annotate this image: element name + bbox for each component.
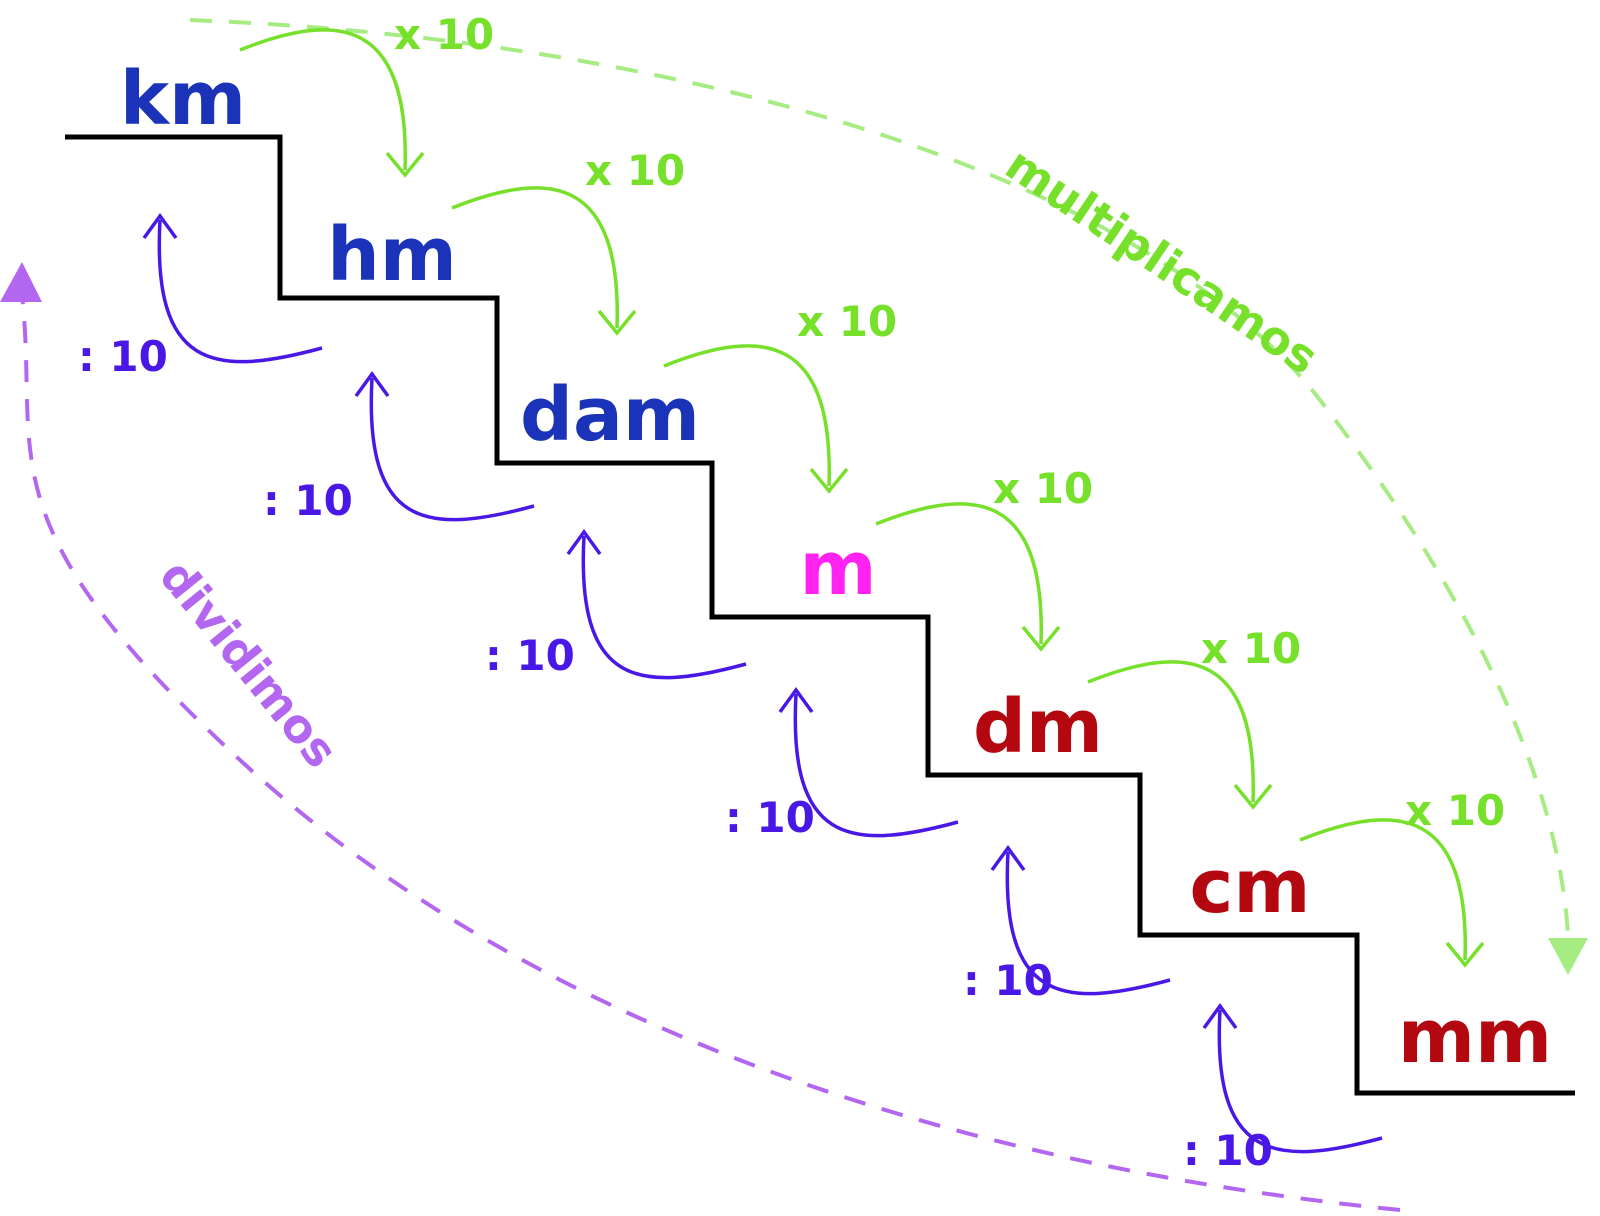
divide-label-mm-cm: : 10 <box>1183 1126 1273 1175</box>
divide-arrowhead-dm <box>990 845 1026 872</box>
multiply-guide-arrowhead <box>1548 938 1588 975</box>
multiply-arrow-m-to-dm <box>875 502 1043 645</box>
unit-label-dm: dm <box>972 684 1104 770</box>
unit-label-m: m <box>799 526 877 612</box>
divide-guide-arrowhead <box>0 262 42 302</box>
multiply-arrowhead-cm <box>1233 783 1273 810</box>
multiply-arrow-cm-to-mm <box>1299 818 1467 961</box>
multiply-label-m-dm: x 10 <box>993 464 1094 513</box>
unit-label-km: km <box>119 56 247 142</box>
multiply-arrow-km-to-hm <box>239 28 407 171</box>
divide-label-dam-hm: : 10 <box>263 476 353 525</box>
divide-arrowhead-m <box>778 687 814 714</box>
multiply-arrowhead-m <box>809 467 849 494</box>
unit-label-dam: dam <box>519 372 701 458</box>
divide-label-dm-m: : 10 <box>725 793 815 842</box>
divide-arrow-mm-to-cm <box>1217 1009 1383 1154</box>
staircase-line <box>65 134 1575 1096</box>
multiply-arrowhead-dam <box>597 309 637 336</box>
divide-guide-dashed-arc <box>20 294 1401 1212</box>
divide-arrowhead-cm <box>1202 1003 1238 1030</box>
divide-arrow-cm-to-dm <box>1005 851 1171 996</box>
divide-arrowhead-dam <box>566 529 602 556</box>
multiply-arrowhead-mm <box>1445 941 1485 968</box>
multiply-label-dam-m: x 10 <box>797 297 898 346</box>
multiply-arrowhead-dm <box>1021 625 1061 652</box>
divide-arrowhead-hm <box>354 371 390 398</box>
divide-arrow-dam-to-hm <box>369 377 535 522</box>
multiply-label-km-hm: x 10 <box>394 10 495 59</box>
divide-label-cm-dm: : 10 <box>963 956 1053 1005</box>
divide-arrow-dm-to-m <box>793 693 959 838</box>
divide-arrow-hm-to-km <box>157 219 323 364</box>
unit-label-mm: mm <box>1397 994 1553 1080</box>
multiply-label-cm-mm: x 10 <box>1405 786 1506 835</box>
multiply-label-hm-dam: x 10 <box>585 146 686 195</box>
unit-label-cm: cm <box>1189 844 1311 930</box>
divide-label-m-dam: : 10 <box>485 631 575 680</box>
multiply-arrow-dm-to-cm <box>1087 660 1255 803</box>
divide-arrowhead-km <box>142 213 178 240</box>
divide-label-hm-km: : 10 <box>78 332 168 381</box>
multiply-guide-dashed-arc <box>189 18 1570 936</box>
multiply-arrow-dam-to-m <box>663 344 831 487</box>
multiply-arrow-hm-to-dam <box>451 186 619 329</box>
divide-arrow-m-to-dam <box>581 535 747 680</box>
multiply-label-dm-cm: x 10 <box>1201 624 1302 673</box>
multiply-arrowhead-hm <box>385 151 425 178</box>
unit-label-hm: hm <box>327 212 457 298</box>
